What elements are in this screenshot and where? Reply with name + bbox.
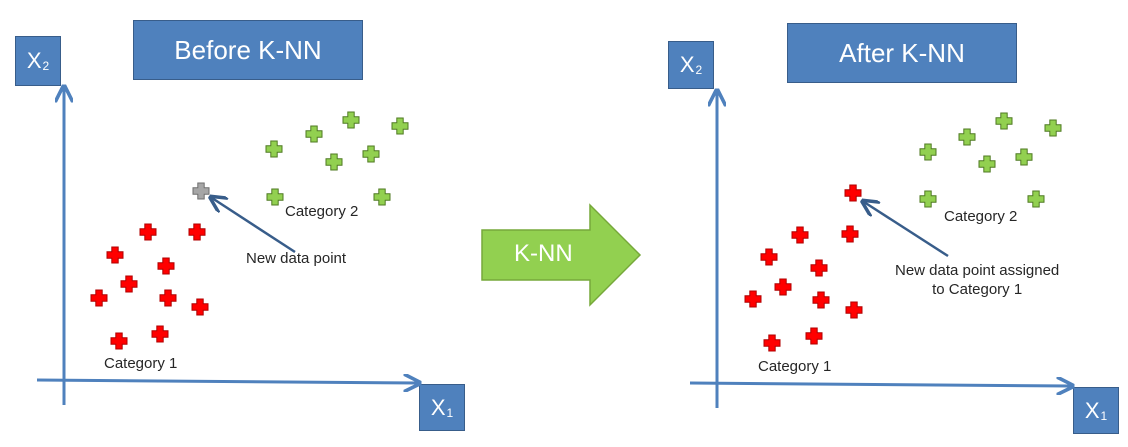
knn-arrow-label: K-NN bbox=[514, 240, 573, 267]
after-category1-point bbox=[744, 290, 762, 308]
after-category2-point bbox=[995, 112, 1013, 130]
before-category1-point bbox=[188, 223, 206, 241]
before-new-point-label: New data point bbox=[246, 250, 347, 267]
before-category1-point bbox=[139, 223, 157, 241]
before-category2-point bbox=[266, 188, 284, 206]
after-category1-point bbox=[760, 248, 778, 266]
after-category2-point bbox=[958, 128, 976, 146]
after-category2-label: Category 2 bbox=[944, 208, 1018, 225]
after-category1-point bbox=[774, 278, 792, 296]
before-title: Before K-NN bbox=[174, 34, 322, 65]
after-category2-point bbox=[1044, 119, 1062, 137]
after-new-point-pointer bbox=[864, 202, 949, 258]
after-category1-point bbox=[812, 291, 830, 309]
before-category1-point bbox=[191, 298, 209, 316]
before-category1-point bbox=[120, 275, 138, 293]
after-category1-point bbox=[763, 334, 781, 352]
before-category2-point bbox=[342, 111, 360, 129]
after-category1-label: Category 1 bbox=[758, 358, 832, 375]
after-x-axis bbox=[689, 383, 1071, 386]
after-category1-point bbox=[841, 225, 859, 243]
after-category1-point bbox=[805, 327, 823, 345]
before-category1-point bbox=[157, 257, 175, 275]
before-category1-point bbox=[151, 325, 169, 343]
before-category2-point bbox=[362, 145, 380, 163]
before-category1-point bbox=[90, 289, 108, 307]
after-category2-point bbox=[1015, 148, 1033, 166]
before-category2-point bbox=[325, 153, 343, 171]
after-title: After K-NN bbox=[839, 37, 965, 68]
before-category1-label: Category 1 bbox=[104, 355, 178, 372]
before-category2-point bbox=[391, 117, 409, 135]
after-category2-point bbox=[919, 190, 937, 208]
before-category2-point bbox=[305, 125, 323, 143]
after-category1-point bbox=[810, 259, 828, 277]
after-new-data-point bbox=[844, 184, 862, 202]
before-x-axis bbox=[36, 380, 418, 383]
after-category2-point bbox=[1027, 190, 1045, 208]
before-category2-label: Category 2 bbox=[285, 203, 359, 220]
before-category2-point bbox=[373, 188, 391, 206]
after-category2-point bbox=[978, 155, 996, 173]
before-category2-point bbox=[265, 140, 283, 158]
after-new-point-label: New data point assigned to Category 1 bbox=[895, 262, 1060, 298]
before-category1-point bbox=[106, 246, 124, 264]
before-category1-point bbox=[110, 332, 128, 350]
before-new-point-pointer bbox=[212, 198, 296, 254]
after-category1-point bbox=[845, 301, 863, 319]
before-title-box: Before K-NN bbox=[133, 20, 363, 80]
knn-transition-arrow bbox=[481, 203, 642, 307]
before-category1-point bbox=[159, 289, 177, 307]
before-new-data-point bbox=[192, 182, 210, 200]
after-category2-point bbox=[919, 143, 937, 161]
after-category1-point bbox=[791, 226, 809, 244]
after-title-box: After K-NN bbox=[787, 23, 1017, 83]
